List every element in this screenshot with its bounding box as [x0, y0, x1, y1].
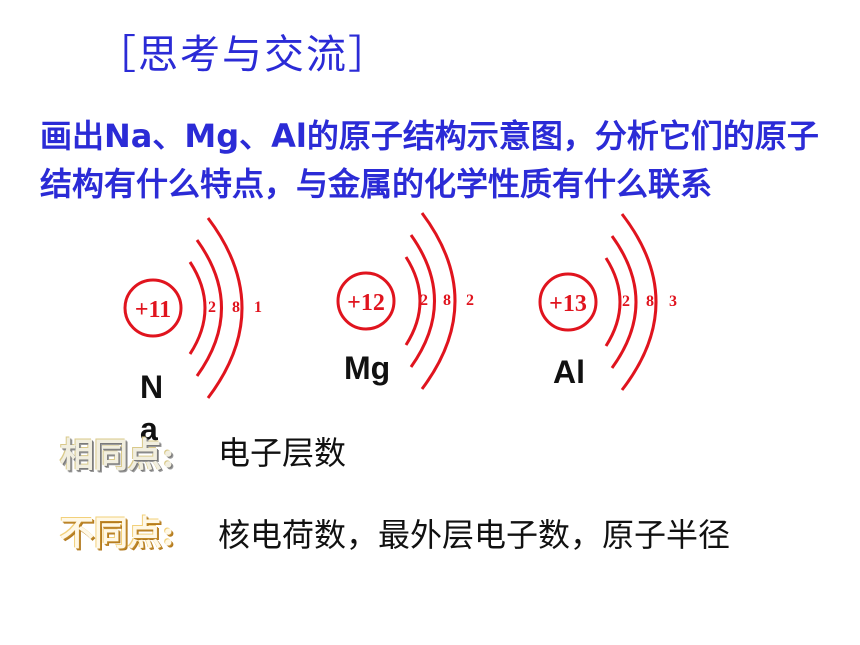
shell-count-al-3: 3	[669, 293, 677, 310]
diff-label: 不同点:	[60, 514, 175, 554]
shell-count-mg-3: 2	[466, 292, 474, 309]
shell-arc	[206, 217, 244, 399]
nucleus-charge-al: +13	[549, 291, 587, 317]
shell-count-al-1: 2	[622, 293, 630, 310]
nucleus-na	[123, 278, 183, 338]
nucleus-mg	[336, 271, 396, 331]
shell-count-na-1: 2	[208, 299, 216, 316]
shell-arc	[195, 239, 223, 377]
atom-diagram-al: +13 2 8 3	[538, 213, 677, 391]
same-answer: 电子层数	[218, 434, 347, 472]
shell-count-mg-1: 2	[420, 292, 428, 309]
nucleus-charge-mg: +12	[347, 290, 385, 316]
atom-diagram-mg: +12 2 8 2	[336, 212, 474, 390]
element-symbol-al: Al	[553, 354, 585, 390]
element-symbol-na: Na	[140, 369, 164, 447]
atom-diagram-na: +11 2 8 1	[123, 217, 262, 399]
element-symbol-mg: Mg	[344, 350, 391, 386]
nucleus-charge-na: +11	[135, 297, 171, 323]
shell-arc	[420, 212, 457, 390]
shell-arc	[409, 234, 436, 368]
diff-answer: 核电荷数，最外层电子数，原子半径	[218, 516, 731, 554]
shell-arc	[604, 257, 622, 347]
shell-arc	[620, 213, 658, 391]
shell-count-mg-2: 8	[443, 292, 451, 309]
shell-arc	[610, 235, 638, 369]
shell-arc	[188, 261, 207, 355]
shell-count-al-2: 8	[646, 293, 654, 310]
shell-count-na-2: 8	[232, 299, 240, 316]
slide-title: ［思考与交流］	[96, 32, 390, 78]
shell-count-na-3: 1	[254, 299, 262, 316]
shell-arc	[404, 256, 422, 346]
nucleus-al	[538, 272, 598, 332]
same-label: 相同点:	[60, 436, 175, 476]
question-text: 画出Na、Mg、Al的原子结构示意图，分析它们的原子结构有什么特点，与金属的化学…	[40, 117, 819, 203]
